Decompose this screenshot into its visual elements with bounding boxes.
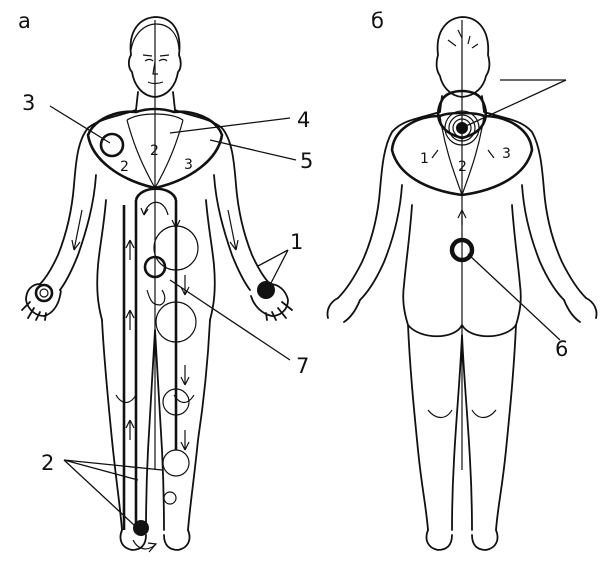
back-torso-outline [337,95,587,299]
front-right-hand [250,283,293,321]
zone-label-2-left: 2 [120,159,129,175]
front-arm-inner [59,174,251,291]
back-legs [407,324,517,531]
front-figure [21,16,297,553]
leader-5 [209,139,297,161]
leader-1 [269,249,289,286]
groin-detail [146,289,166,306]
back-neck-zone [437,89,487,140]
neck-target-ring-2 [448,114,476,142]
front-hair [130,23,180,51]
flow-arrows [71,208,239,451]
leader-3 [49,105,111,144]
panel-label-back: б [371,9,384,33]
callout-3: 3 [22,91,35,115]
leader-2b [63,459,139,481]
callout-2: 2 [41,451,54,475]
ankle-circle [163,491,177,505]
panel-label-front: а [18,9,31,33]
neck-target-center [456,122,468,134]
front-left-hand [21,283,62,321]
left-palm-dot [39,288,49,298]
back-waist [402,204,522,326]
front-chest-divisions [126,113,184,189]
leader-4 [169,117,291,134]
front-waist [96,199,216,321]
right-palm-point [257,281,275,299]
shin-circle [162,449,190,477]
front-channel-top [134,187,178,201]
foot-arrow [132,539,158,553]
leader-neck [465,79,567,127]
back-hair [447,29,479,49]
back-zone-label-1: 1 [420,151,429,167]
front-head-outline [127,16,182,98]
leader-1b [257,249,289,267]
callout-6: 6 [555,337,568,361]
front-shoulder-circle [99,132,125,158]
back-figure [326,16,598,551]
front-legs [101,319,211,531]
back-arm-inner [359,184,565,301]
back-feet [425,529,499,551]
lumbar-ring [449,237,475,263]
back-hands [326,297,598,323]
navel-circle [143,255,167,279]
back-shoulder-zone [390,111,534,197]
front-neck [135,91,176,111]
back-spine-arrow [457,209,467,225]
front-face [142,54,170,85]
neck-target-ring-1 [444,110,480,146]
back-zone-label-2: 2 [458,159,467,175]
abdomen-circle-lower [155,301,197,343]
leader-2a [63,459,163,471]
leader-6 [467,253,561,341]
front-chest-zone [86,107,224,190]
front-feet [119,529,191,551]
callout-4: 4 [297,108,310,132]
foot-point [133,520,149,536]
callout-5: 5 [300,149,313,173]
zone-label-3-right: 3 [184,157,193,173]
callout-1: 1 [290,230,303,254]
left-palm-ring [34,283,54,303]
leader-7 [169,279,291,361]
leader-2c [63,459,135,526]
back-head-outline [435,16,491,98]
back-zone-label-3: 3 [502,146,511,162]
zone-label-2-center: 2 [150,143,159,159]
knee-circle [162,388,190,416]
front-arrow-loop [140,201,169,216]
back-zone-marks [431,149,495,159]
callout-7: 7 [296,354,309,378]
neck-target-ring-3 [452,118,472,138]
back-knees [427,409,497,419]
